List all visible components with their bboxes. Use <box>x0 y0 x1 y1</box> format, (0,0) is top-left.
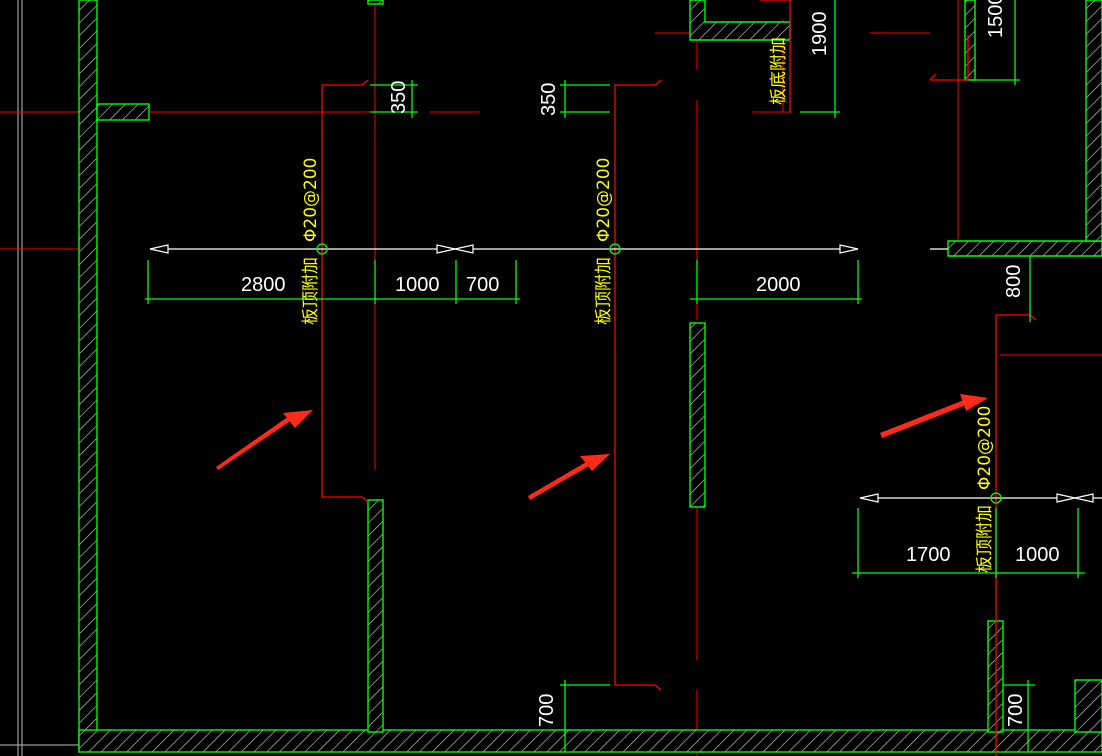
dim-700-a: 700 <box>466 274 499 296</box>
annotation-arrows <box>216 394 988 500</box>
dim-1000-b: 1000 <box>1015 544 1060 566</box>
rebar-right <box>995 314 1030 756</box>
distribution-lines <box>149 244 1102 503</box>
green-dimension-lines <box>145 0 1085 752</box>
dim-1000-a: 1000 <box>395 274 440 296</box>
rebar-labels: Φ20@200 板顶附加 Φ20@200 板顶附加 Φ20@200 板顶附加 板… <box>301 37 995 573</box>
walls <box>78 0 1102 753</box>
rebar-right-spec: Φ20@200 <box>975 406 995 490</box>
rebar-right-name: 板顶附加 <box>975 505 995 573</box>
dim-350-a: 350 <box>388 81 410 114</box>
rebar-left-name: 板顶附加 <box>301 257 321 325</box>
rebar-mid-spec: Φ20@200 <box>594 158 614 242</box>
wall-top-right <box>947 240 1102 257</box>
rebar-top-right <box>930 35 969 81</box>
dim-350-b: 350 <box>538 83 560 116</box>
wall-bottom <box>78 729 1102 753</box>
wall-mid-left <box>367 499 384 733</box>
rebar-left <box>321 84 362 498</box>
rebar-top <box>760 0 791 112</box>
wall-top-right-vert <box>964 0 976 81</box>
dim-1900: 1900 <box>809 12 831 57</box>
arrow-right-icon <box>880 394 988 438</box>
dim-1500: 1500 <box>985 0 1007 38</box>
wall-lower-right-2 <box>1074 679 1102 733</box>
arrow-middle-icon <box>528 454 610 500</box>
wall-right-side <box>1085 0 1102 242</box>
dim-1700: 1700 <box>906 544 951 566</box>
rebar-left-spec: Φ20@200 <box>301 158 321 242</box>
wall-top-stub <box>367 0 384 5</box>
dim-2000: 2000 <box>756 274 801 296</box>
wall-left <box>78 0 98 749</box>
wall-middle <box>689 322 706 508</box>
rebar-mid <box>614 84 655 686</box>
dimension-texts: 2800 1000 700 2000 1700 1000 350 350 800… <box>241 0 1060 727</box>
dim-2800: 2800 <box>241 274 286 296</box>
arrow-left-icon <box>216 410 313 470</box>
dim-700-c: 700 <box>1005 694 1027 727</box>
dim-800: 800 <box>1003 265 1025 298</box>
rebar-mid-name: 板顶附加 <box>594 257 614 325</box>
dim-700-b: 700 <box>536 694 558 727</box>
wall-left-stub <box>96 103 150 121</box>
rebar-markers <box>316 243 1002 504</box>
rebars <box>321 0 1037 756</box>
rebar-top-name: 板底附加 <box>769 37 789 105</box>
